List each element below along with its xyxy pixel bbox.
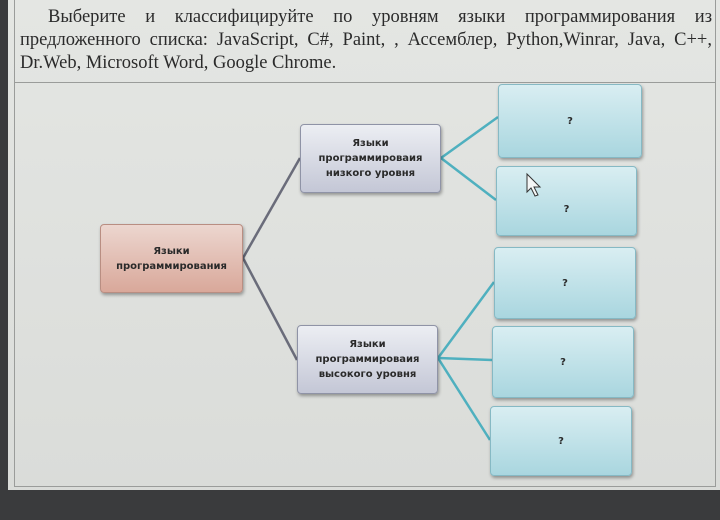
high-answer-box-3[interactable]: ?: [490, 406, 632, 476]
table-frame: [14, 0, 716, 487]
task-text: Выберите и классифицируйте по уровням яз…: [20, 7, 712, 73]
low-answer-box-1[interactable]: ?: [498, 84, 642, 158]
root-node: Языки программирования: [100, 224, 243, 293]
connector-low-1: [440, 115, 499, 160]
high-answer-box-1[interactable]: ?: [494, 247, 636, 319]
table-divider: [14, 82, 715, 83]
low-answer-box-2[interactable]: ?: [496, 166, 637, 236]
low-level-node: Языки программироваия низкого уровня: [300, 124, 441, 193]
connector-low-2: [440, 157, 497, 201]
connector-high-3: [436, 357, 492, 441]
connector-high-2: [437, 356, 493, 362]
connector-root-low: [241, 157, 302, 259]
connector-high-1: [436, 281, 496, 359]
high-answer-box-2[interactable]: ?: [492, 326, 634, 398]
connector-root-high: [241, 257, 299, 361]
high-level-node: Языки программироваия высокого уровня: [297, 325, 438, 394]
